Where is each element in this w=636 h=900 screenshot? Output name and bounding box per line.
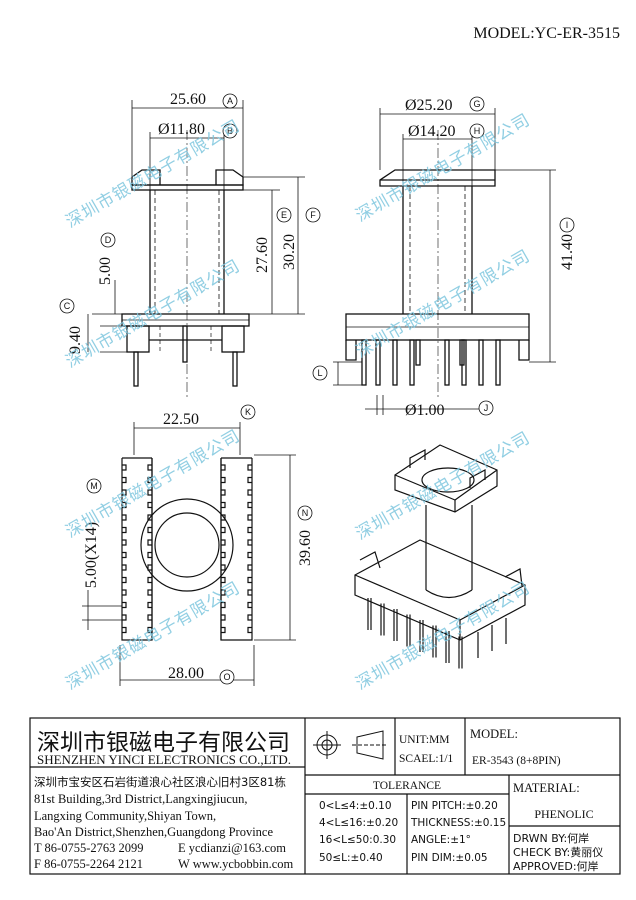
marker-h: H [474, 126, 481, 136]
approved-by: APPROVED:何岸 [513, 860, 599, 873]
marker-circle-h [469, 123, 485, 139]
marker-n: N [302, 508, 309, 518]
website: W www.ycbobbin.com [178, 857, 294, 871]
marker-circle-f [305, 207, 321, 223]
material-value: PHENOLIC [534, 807, 593, 821]
model-header: MODEL:YC-ER-3515 [473, 25, 620, 42]
fax: F 86-0755-2264 2121 [34, 857, 143, 871]
tolerance-left-3: 16<L≤50:0.30 [319, 834, 396, 846]
address-en-3: Bao'An District,Shenzhen,Guangdong Provi… [34, 825, 273, 839]
marker-g: G [473, 99, 480, 109]
marker-circle-k [240, 404, 256, 420]
check-by: CHECK BY:黄丽仪 [513, 845, 603, 859]
dim-30-20: 30.20 [281, 234, 298, 270]
address-cn: 深圳市宝安区石岩街道浪心社区浪心旧村3区81栋 [34, 775, 286, 789]
marker-circle-j [478, 400, 494, 416]
isometric-view [354, 444, 526, 669]
marker-circle-a [222, 93, 238, 109]
watermark-6: 深圳市银磁电子有限公司 [353, 428, 534, 544]
marker-circle-e [276, 207, 292, 223]
side-pin [495, 339, 501, 386]
unit-label: UNIT:MM [399, 734, 450, 746]
watermark-7: 深圳市银磁电子有限公司 [63, 578, 244, 694]
marker-k: K [245, 407, 251, 417]
tolerance-right-4: PIN DIM:±0.05 [411, 852, 488, 864]
marker-m: M [90, 481, 98, 491]
marker-c: C [64, 301, 71, 311]
tolerance-label: TOLERANCE [373, 780, 441, 792]
address-en-2: Langxing Community,Shiyan Town, [34, 809, 216, 823]
tolerance-right-3: ANGLE:±1° [411, 834, 471, 846]
model-label: MODEL: [470, 727, 518, 741]
email: E ycdianzi@163.com [178, 841, 286, 855]
marker-l: L [317, 368, 322, 378]
dim-25-20: Ø25.20 [405, 97, 453, 114]
marker-a: A [227, 96, 233, 106]
model-value: ER-3543 (8+8PIN) [472, 755, 561, 767]
marker-circle-d [100, 232, 116, 248]
marker-d: D [105, 235, 112, 245]
watermark-1: 深圳市银磁电子有限公司 [63, 116, 244, 232]
side-pin [444, 339, 450, 386]
dim-28-00: 28.00 [168, 665, 204, 682]
marker-circle-o [219, 669, 235, 685]
marker-o: O [223, 672, 230, 682]
dim-1-00: Ø1.00 [405, 402, 445, 419]
dim-39-60: 39.60 [297, 530, 314, 566]
marker-i: I [566, 220, 569, 230]
side-pin [409, 339, 415, 386]
marker-circle-i [559, 217, 575, 233]
marker-circle-n [297, 505, 313, 521]
marker-circle-m [86, 478, 102, 494]
dim-5-00-x14: 5.00(X14) [83, 522, 100, 588]
tolerance-right-2: THICKNESS:±0.15 [410, 817, 506, 829]
company-name-cn: 深圳市银磁电子有限公司 [37, 730, 290, 756]
side-pin [478, 339, 484, 386]
telephone: T 86-0755-2763 2099 [34, 841, 144, 855]
front-view-dims [87, 100, 305, 353]
marker-j: J [484, 403, 489, 413]
tolerance-left-1: 0<L≤4:±0.10 [319, 800, 392, 812]
material-label: MATERIAL: [513, 781, 580, 795]
marker-circle-c [59, 298, 75, 314]
dim-11-80: Ø11.80 [158, 121, 205, 138]
company-name-en: SHENZHEN YINCI ELECTRONICS CO.,LTD. [37, 752, 291, 767]
projection-symbol [313, 730, 388, 760]
front-view [121, 130, 250, 400]
side-pin [392, 339, 398, 386]
marker-circle-b [222, 123, 238, 139]
side-view [345, 130, 530, 400]
dim-9-40: 9.40 [67, 326, 84, 354]
dim-27-60: 27.60 [254, 237, 271, 273]
marker-b: B [227, 126, 233, 136]
bottom-view [121, 457, 253, 641]
tolerance-left-2: 4<L≤16:±0.20 [319, 817, 398, 829]
side-pin-short [459, 339, 465, 366]
watermark-8: 深圳市银磁电子有限公司 [353, 578, 534, 694]
dim-22-50: 22.50 [163, 411, 199, 428]
circle-markers: A B C D E F G H I J K L M N O [59, 93, 575, 685]
dim-14-20: Ø14.20 [408, 123, 456, 140]
drawn-by: DRWN BY:何岸 [513, 832, 589, 845]
marker-f: F [310, 210, 316, 220]
side-pin-short [415, 339, 421, 366]
side-view-dims [333, 108, 556, 415]
scale-label: SCAEL:1/1 [399, 753, 454, 765]
marker-circle-l [312, 365, 328, 381]
watermark-4: 深圳市银磁电子有限公司 [353, 246, 534, 362]
address-en-1: 81st Building,3rd District,Langxingjiucu… [34, 792, 248, 806]
tolerance-right-1: PIN PITCH:±0.20 [411, 800, 498, 812]
marker-e: E [281, 210, 287, 220]
marker-circle-g [469, 96, 485, 112]
title-block [29, 717, 621, 875]
side-pin [361, 339, 367, 386]
dim-25-60: 25.60 [170, 91, 206, 108]
tolerance-left-4: 50≤L:±0.40 [319, 852, 383, 864]
dim-5-00: 5.00 [97, 257, 114, 285]
side-pin [375, 339, 381, 386]
dim-41-40: 41.40 [559, 234, 576, 270]
